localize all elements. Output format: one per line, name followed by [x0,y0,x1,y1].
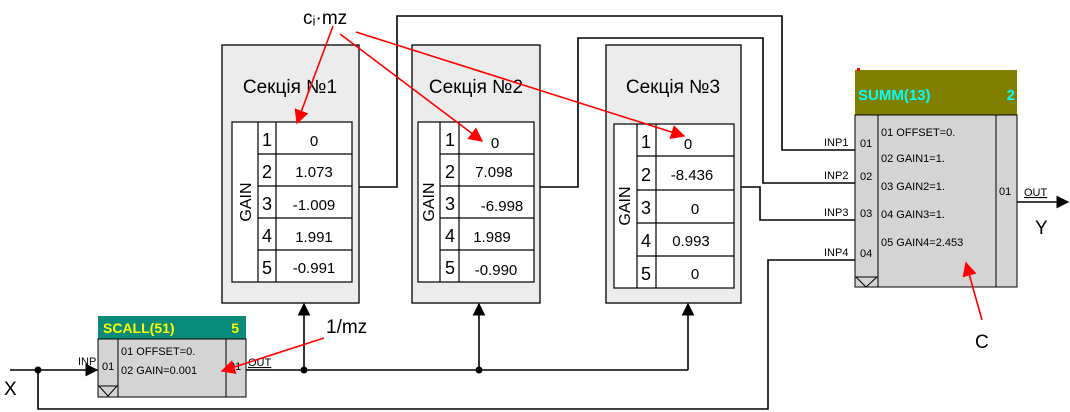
label-c: C [975,332,989,353]
section-2-gain-3: -6.998 [481,198,524,215]
summ-param-3: 03 GAIN2=1. [881,181,945,193]
junction-dot-1 [34,366,42,374]
section-1-row-2-num: 2 [262,162,272,182]
junction-dots [34,366,483,374]
summ-param-2: 02 GAIN1=1. [881,153,945,165]
arrow-to-section3 [355,31,686,139]
section-1-gain-table [231,121,353,283]
summ-param-5: 05 GAIN4=2.453 [881,237,963,249]
section-3-row-1-num: 1 [641,132,651,152]
wire-section1-inp1 [359,15,855,188]
summ-header [855,70,1017,115]
section-2-gain-label: GAIN [421,182,438,221]
section-1-gain-2: 1.073 [295,164,333,181]
section-3-title: Секція №3 [626,77,720,98]
section-3-gain-label: GAIN [617,186,634,225]
wire-section3-inp3 [741,186,855,221]
summ-out-num: 01 [999,186,1011,198]
section-2-row-3-num: 3 [445,194,455,214]
section-1[interactable]: Секція №1 GAIN 1 2 3 4 5 0 1.073 -1.009 … [221,44,360,304]
section-3-row-5-num: 5 [641,264,651,284]
scall-param-1: 01 OFFSET=0. [121,346,195,358]
summ-corner-marker [857,68,860,71]
summ-inp3-num: 03 [860,208,872,220]
arrow-to-section2 [339,33,484,142]
section-1-gain-5: -0.991 [293,260,336,277]
section-2-gain-1: 0 [491,135,499,152]
section-1-gain-1: 0 [310,133,318,150]
scall-badge: 5 [231,320,239,336]
scall-corner-triangle [97,385,119,397]
section-3-row-4-num: 4 [641,231,651,251]
section-3-gain-3: 0 [691,201,699,218]
section-2-gain-5: -0.990 [475,262,518,279]
section-1-row-3-num: 3 [262,194,272,214]
summ-inp4-label: INP4 [824,247,848,259]
section-1-gain-4: 1.991 [295,229,333,246]
arrow-to-summ-gain4 [962,261,983,321]
scall-title: SCALL(51) [103,320,175,336]
section-1-gain-3: -1.009 [293,197,336,214]
junction-dot-3 [475,366,483,374]
summ-corner-triangle [854,276,879,288]
section-1-gain-label: GAIN [238,182,255,221]
section-3[interactable]: Секція №3 GAIN 1 2 3 4 5 0 -8.436 0 0.99… [605,44,742,304]
label-ci-mz: cᵢ·mz [303,8,347,29]
summ-title: SUMM(13) [858,87,931,104]
scall-inp-num: 01 [102,361,114,373]
section-1-row-4-num: 4 [262,226,272,246]
summ-inp2-num: 02 [860,171,872,183]
section-3-gain-table [613,123,735,289]
section-2-row-2-num: 2 [445,162,455,182]
section-2-gain-table [417,121,535,283]
section-2-title: Секція №2 [429,77,523,98]
section-3-gain-4: 0.993 [672,233,710,250]
wire-x-inp4 [37,259,855,410]
scall-inp-label: INP [78,356,96,368]
section-2[interactable]: Секція №2 GAIN 1 2 3 4 5 0 7.098 -6.998 … [411,44,541,304]
scall-header [98,316,246,339]
label-inv-mz: 1/mz [326,317,367,338]
summ-param-4: 04 GAIN3=1. [881,209,945,221]
signal-wires [10,15,1070,410]
section-3-row-2-num: 2 [641,165,651,185]
section-1-row-5-num: 5 [262,258,272,278]
wire-section2-inp2 [540,37,855,188]
scall-param-2: 02 GAIN=0.001 [121,365,197,377]
section-2-row-4-num: 4 [445,226,455,246]
section-3-row-3-num: 3 [641,198,651,218]
arrow-to-section1 [294,25,334,125]
summ-body [854,114,1018,288]
scall-block[interactable]: SCALL(51) 5 INP 01 01 OFFSET=0. 02 GAIN=… [78,316,272,398]
arrow-to-scall-gain [220,337,325,374]
summ-inp1-num: 01 [860,138,872,150]
section-3-gain-2: -8.436 [671,167,714,184]
section-1-title: Секція №1 [243,77,337,98]
section-3-gain-5: 0 [691,266,699,283]
section-1-row-1-num: 1 [262,130,272,150]
summ-inp4-num: 04 [860,248,872,260]
summ-badge: 2 [1007,87,1015,104]
section-3-gain-1: 0 [684,136,692,153]
section-2-gain-4: 1.989 [473,229,511,246]
summ-inp3-label: INP3 [824,207,848,219]
junction-dot-2 [300,366,308,374]
label-y: Y [1035,218,1048,239]
summ-block[interactable]: SUMM(13) 2 INP1 INP2 INP3 INP4 01 02 03 … [824,68,1048,288]
summ-inp1-label: INP1 [824,137,848,149]
summ-param-1: 01 OFFSET=0. [881,127,955,139]
summ-out-label: OUT [1024,187,1048,199]
summ-inp2-label: INP2 [824,170,848,182]
section-2-row-5-num: 5 [445,258,455,278]
section-2-gain-2: 7.098 [475,164,513,181]
section-2-row-1-num: 1 [445,130,455,150]
label-x: X [4,379,17,400]
annotation-arrows [220,25,983,374]
